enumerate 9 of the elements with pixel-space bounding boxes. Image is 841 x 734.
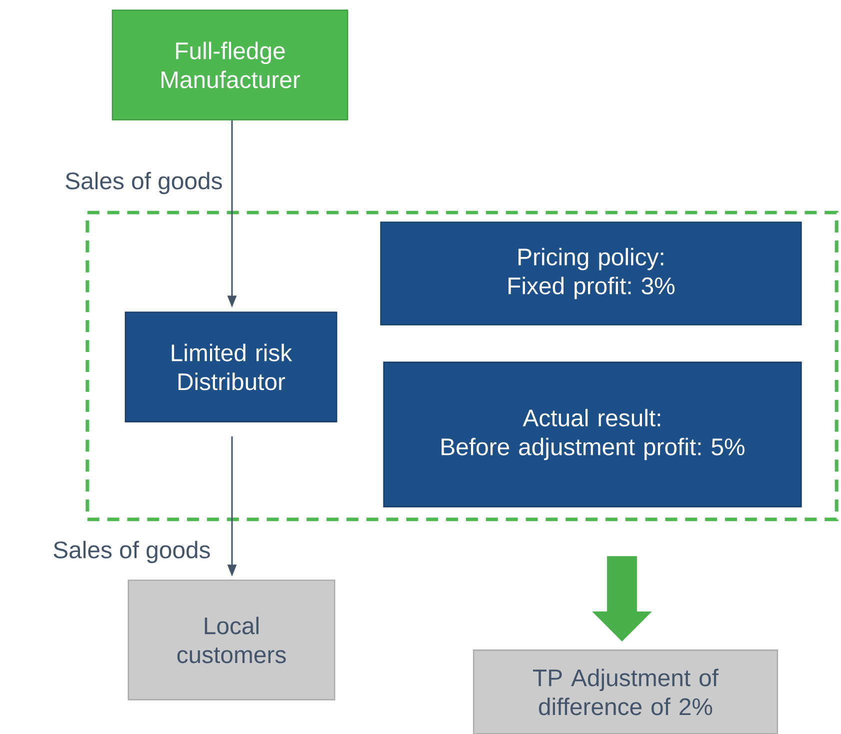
process-box: Limited risk Distributor — [124, 312, 338, 422]
process-box: Full-fledge Manufacturer — [112, 10, 348, 120]
process-box: Actual result: Before adjustment profit: 5% — [383, 362, 802, 508]
edge-label: Sales of goods — [66, 172, 222, 194]
dashed-group-box — [86, 210, 838, 522]
process-box: Pricing policy: Fixed profit: 3% — [380, 222, 802, 326]
edge-label: Sales of goods — [54, 540, 210, 564]
process-box: Local customers — [128, 580, 336, 700]
process-box: TP Adjustment of difference of 2% — [472, 650, 778, 734]
